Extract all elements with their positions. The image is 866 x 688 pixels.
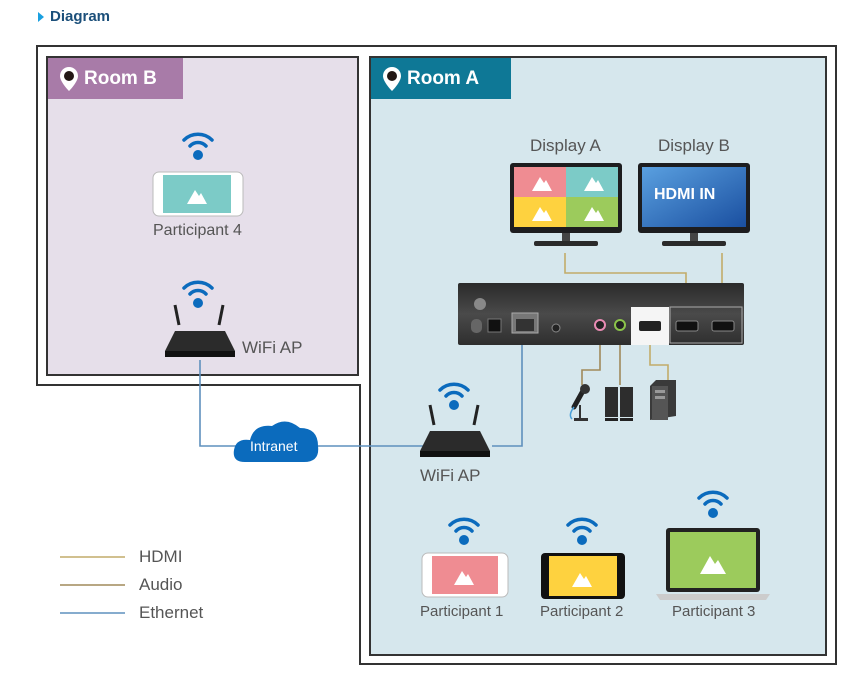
room-b-label: Room B [84,67,157,89]
display-a-label: Display A [530,136,601,155]
legend-lines [60,556,125,614]
participant-4-label: Participant 4 [153,222,242,239]
ir-port [551,323,561,333]
participant-3-label: Participant 3 [672,603,756,620]
line-out-jack [614,319,626,331]
display-b [638,163,750,246]
room-a-label: Room A [407,67,480,89]
room-b-title: Room B [48,58,183,99]
grounding-screw [474,298,486,310]
speakers [605,387,633,421]
participant-1-label: Participant 1 [420,603,504,620]
wifi-icon [182,132,214,160]
hdmi-link-pc [649,342,669,380]
location-pin-icon [383,66,401,91]
room-a-title: Room A [371,58,511,99]
wifi-icon [438,382,470,410]
wifi-ap-room-b-device [165,304,235,357]
display-a [510,163,622,246]
audio-link-mic [581,342,601,385]
wifi-ap-room-b-label: WiFi AP [242,338,303,357]
hdmi-out-panel [669,306,743,344]
participant-2-device [541,553,625,599]
ethernet-links [199,336,523,447]
section-heading: Diagram [38,8,110,25]
intranet-cloud [233,421,319,462]
display-b-label: Display B [658,136,730,155]
wifi-ap-room-a-device [420,404,490,457]
wifi-icon [448,517,480,545]
participant-1-device [421,552,509,598]
participant-3-device [656,528,770,600]
location-pin-icon [60,66,78,91]
pc-tower [650,380,676,420]
participant-4-device [152,171,244,217]
participant-2-label: Participant 2 [540,603,624,620]
wifi-icon [566,517,598,545]
display-b-screen-text: HDMI IN [654,186,716,203]
mic-jack [594,319,606,331]
power-switch [471,319,482,333]
ethernet-link-ap-a-to-device [492,336,523,447]
wifi-icon [697,490,729,518]
wifi-ap-room-a-label: WiFi AP [420,466,481,485]
intranet-label: Intranet [250,438,298,454]
heading-title: Diagram [50,8,111,25]
ethernet-link-ap-b-to-intranet [199,360,245,447]
microphone [569,384,590,421]
triangle-right-icon [38,11,44,22]
dc-jack [487,318,502,333]
legend-hdmi-label: HDMI [139,547,183,566]
wifi-icon [182,280,214,308]
presentation-switcher [458,283,744,345]
legend-audio-label: Audio [139,575,183,594]
legend-ethernet-label: Ethernet [139,603,204,622]
audio-links [581,342,621,385]
